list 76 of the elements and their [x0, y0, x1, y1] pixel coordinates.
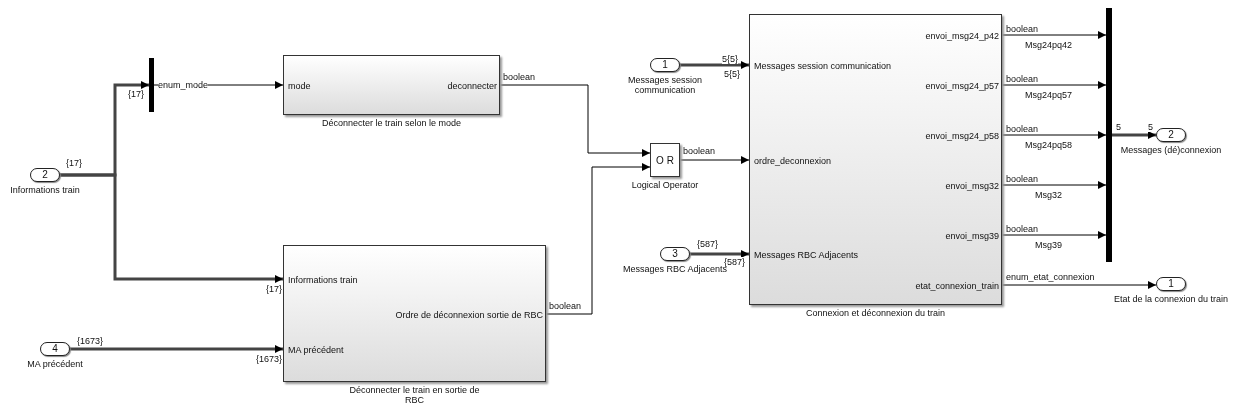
signal-label: Msg24pq58	[1025, 140, 1073, 150]
signal-label: {1673}	[256, 354, 283, 364]
signal-label: enum_mode	[158, 80, 209, 90]
subsystem-block	[283, 55, 500, 115]
subsystem-block	[283, 245, 546, 382]
port-label: MA précédent	[288, 345, 344, 355]
port-label: ordre_deconnexion	[754, 156, 832, 166]
signal-label: {17}	[66, 158, 83, 168]
signal-label: {17}	[266, 284, 283, 294]
subsystem-block	[749, 14, 1002, 305]
signal-arrow	[60, 173, 283, 283]
signal-label: boolean	[1006, 174, 1039, 184]
signal-arrow	[1112, 131, 1156, 139]
port-pill: 3	[660, 247, 690, 261]
signal-label: Msg39	[1035, 240, 1062, 250]
block-name: Messages RBC Adjacents	[621, 264, 728, 274]
signal-arrow	[690, 250, 749, 258]
signal-arrow	[545, 163, 651, 315]
signal-label: {1673}	[77, 336, 104, 346]
signal-label: Msg24pq42	[1025, 40, 1073, 50]
signal-arrow	[70, 345, 283, 353]
port-label: etat_connexion_train	[915, 281, 999, 291]
signal-label: boolean	[1006, 124, 1039, 134]
signal-label: {17}	[128, 89, 145, 99]
signal-arrow	[1001, 131, 1107, 139]
block-name: Etat de la connexion du train	[1112, 294, 1230, 304]
port-pill: 2	[1156, 128, 1186, 142]
signal-arrow	[680, 61, 749, 69]
block-name: Déconnecter le train en sortie de RBC	[348, 385, 481, 405]
signal-label: enum_etat_connexion	[1006, 272, 1095, 282]
signal-label: {587}	[697, 239, 719, 249]
signal-arrow	[1001, 231, 1107, 239]
port-label: Messages RBC Adjacents	[754, 250, 859, 260]
signal-label: boolean	[683, 146, 716, 156]
signal-arrow	[1001, 31, 1107, 39]
signal-label: 5	[1148, 122, 1153, 132]
port-label: envoi_msg24_p42	[925, 31, 999, 41]
signal-label: boolean	[1006, 74, 1039, 84]
signal-label: boolean	[1006, 24, 1039, 34]
port-label: envoi_msg32	[945, 181, 999, 191]
port-label: Informations train	[288, 275, 358, 285]
signal-label: Msg32	[1035, 190, 1062, 200]
block-name: Logical Operator	[630, 180, 700, 190]
block-name: Déconnecter le train selon le mode	[320, 118, 463, 128]
signal-label: Msg24pq57	[1025, 90, 1073, 100]
port-label: Ordre de déconnexion sortie de RBC	[395, 310, 543, 320]
signal-label: 5{5}	[722, 54, 739, 64]
port-label: envoi_msg39	[945, 231, 999, 241]
bus-bar	[149, 58, 154, 112]
signal-label: 5{5}	[724, 69, 741, 79]
signal-arrow	[1001, 281, 1157, 289]
bus-bar	[1106, 8, 1112, 262]
signal-arrow	[1001, 181, 1107, 189]
port-label: Messages session communication	[754, 61, 892, 71]
logic-gate-block: O R	[650, 143, 680, 177]
port-pill: 1	[1156, 277, 1186, 291]
block-name: Connexion et déconnexion du train	[804, 308, 947, 318]
signal-label: 5	[1116, 122, 1121, 132]
port-pill: 2	[30, 168, 60, 182]
signal-label: boolean	[1006, 224, 1039, 234]
block-name: Informations train	[9, 185, 81, 195]
port-label: mode	[288, 81, 311, 91]
port-pill: 1	[650, 58, 680, 72]
block-name: MA précédent	[26, 359, 84, 369]
signal-arrow	[679, 156, 750, 164]
signal-label: boolean	[549, 301, 582, 311]
port-pill: 4	[40, 342, 70, 356]
port-label: envoi_msg24_p58	[925, 131, 999, 141]
port-label: deconnecter	[447, 81, 497, 91]
signal-arrow	[499, 84, 651, 157]
port-label: envoi_msg24_p57	[925, 81, 999, 91]
block-name: Messages (dé)connexion	[1119, 145, 1223, 155]
signal-arrow	[1001, 81, 1107, 89]
block-name: Messages session communication	[626, 75, 703, 95]
signal-label: {587}	[724, 257, 746, 267]
signal-label: boolean	[503, 72, 536, 82]
